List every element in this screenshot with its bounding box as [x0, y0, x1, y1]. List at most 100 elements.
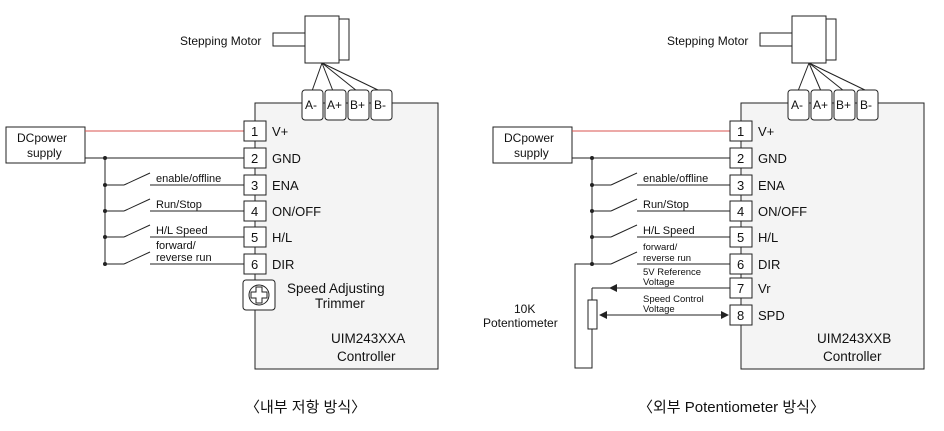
supply-label: supply [514, 146, 549, 160]
motor-pin-label: B+ [350, 98, 365, 112]
speed-voltage-label: Voltage [643, 304, 675, 315]
pin-5: 5 H/L [243, 226, 292, 248]
switch-label: enable/offline [643, 173, 708, 185]
potentiometer-label: 10K [514, 302, 535, 316]
switch-label: H/L Speed [643, 225, 695, 237]
controller-model: UIM243XXB [817, 331, 891, 346]
potentiometer-label: Potentiometer [483, 316, 558, 330]
switch-hl-speed [105, 224, 244, 238]
motor-pin-b-plus: B+ [833, 89, 856, 121]
motor-pin-a-minus: A- [787, 89, 810, 121]
pin-number: 5 [251, 230, 258, 245]
pin-name: V+ [758, 124, 774, 139]
switch-label: reverse run [643, 253, 691, 264]
pin-number: 2 [251, 151, 258, 166]
pin-8: 8 SPD [729, 304, 785, 326]
switch-direction [592, 251, 730, 265]
motor-pin-a-minus: A- [301, 89, 324, 121]
switch-direction [105, 251, 244, 265]
pin-2: 2 GND [243, 147, 301, 169]
motor-pin-label: A+ [813, 98, 828, 112]
pin-5: 5 H/L [729, 226, 778, 248]
trimmer-label: Trimmer [315, 296, 365, 311]
pin-name: ENA [272, 178, 299, 193]
switch-label: H/L Speed [156, 225, 208, 237]
pin-1: 1 V+ [243, 120, 288, 142]
pin-3: 3 ENA [729, 174, 785, 196]
motor-pin-b-minus: B- [370, 89, 393, 121]
pin-number: 6 [251, 257, 258, 272]
pin-number: 6 [737, 257, 744, 272]
pin-4: 4 ON/OFF [729, 200, 807, 222]
switch-label: forward/ [643, 242, 678, 253]
supply-label: DCpower [504, 131, 554, 145]
speed-voltage-label: Speed Control [643, 294, 704, 305]
pin-number: 4 [251, 204, 258, 219]
switch-label: Run/Stop [643, 199, 689, 211]
switch-enable [592, 172, 730, 186]
pin-name: ON/OFF [272, 204, 321, 219]
pin-2: 2 GND [729, 147, 787, 169]
pin-number: 3 [737, 178, 744, 193]
controller-model: UIM243XXA [331, 331, 405, 346]
motor-pin-b-minus: B- [856, 89, 879, 121]
switch-label: forward/ [156, 240, 197, 252]
trimmer-label: Speed Adjusting [287, 281, 385, 296]
caption-external: 〈외부 Potentiometer 방식〉 [638, 399, 825, 416]
reference-voltage-label: Voltage [643, 277, 675, 288]
pin-7: 7 Vr [729, 277, 771, 299]
motor-pin-label: B- [860, 98, 872, 112]
pin-number: 1 [737, 124, 744, 139]
pin-name: GND [758, 151, 787, 166]
switch-label: Run/Stop [156, 199, 202, 211]
speed-trimmer-icon [242, 279, 276, 311]
motor-pin-label: B- [374, 98, 386, 112]
stepping-motor [272, 15, 381, 92]
switch-enable [105, 172, 244, 186]
pin-number: 3 [251, 178, 258, 193]
pin-number: 1 [251, 124, 258, 139]
pin-name: Vr [758, 281, 771, 296]
controller-label: Controller [823, 349, 882, 364]
switch-hl-speed [592, 224, 730, 238]
motor-label: Stepping Motor [180, 34, 261, 48]
switch-label: enable/offline [156, 173, 221, 185]
pin-6: 6 DIR [729, 253, 780, 275]
pin-name: H/L [272, 230, 292, 245]
motor-pin-label: A+ [327, 98, 342, 112]
dc-power-supply [5, 126, 86, 164]
motor-pin-label: B+ [836, 98, 851, 112]
pin-name: H/L [758, 230, 778, 245]
pin-number: 5 [737, 230, 744, 245]
pin-name: DIR [758, 257, 780, 272]
supply-label: DCpower [17, 131, 67, 145]
diagram-external-potentiometer: Stepping Motor A- A+ B+ B- DCpower suppl… [483, 15, 925, 416]
motor-pin-label: A- [305, 98, 317, 112]
pin-name: DIR [272, 257, 294, 272]
motor-pin-label: A- [791, 98, 803, 112]
switch-label: reverse run [156, 252, 212, 264]
caption-internal: 〈내부 저항 방식〉 [245, 399, 366, 416]
dc-power-supply [492, 126, 573, 164]
pin-name: SPD [758, 308, 785, 323]
pin-name: GND [272, 151, 301, 166]
pin-name: V+ [272, 124, 288, 139]
diagram-internal-resistor: Stepping Motor A- A+ B+ B- DCpower suppl… [5, 15, 439, 416]
stepping-motor [759, 15, 868, 92]
pin-number: 4 [737, 204, 744, 219]
pin-name: ENA [758, 178, 785, 193]
pin-number: 2 [737, 151, 744, 166]
pin-number: 7 [737, 281, 744, 296]
controller-box [740, 102, 925, 370]
reference-voltage-label: 5V Reference [643, 267, 701, 278]
motor-label: Stepping Motor [667, 34, 748, 48]
pin-3: 3 ENA [243, 174, 299, 196]
motor-pin-a-plus: A+ [324, 89, 347, 121]
pin-4: 4 ON/OFF [243, 200, 321, 222]
switch-run-stop [105, 198, 244, 212]
controller-label: Controller [337, 349, 396, 364]
pin-6: 6 DIR [243, 253, 294, 275]
potentiometer [574, 263, 730, 369]
switch-run-stop [592, 198, 730, 212]
